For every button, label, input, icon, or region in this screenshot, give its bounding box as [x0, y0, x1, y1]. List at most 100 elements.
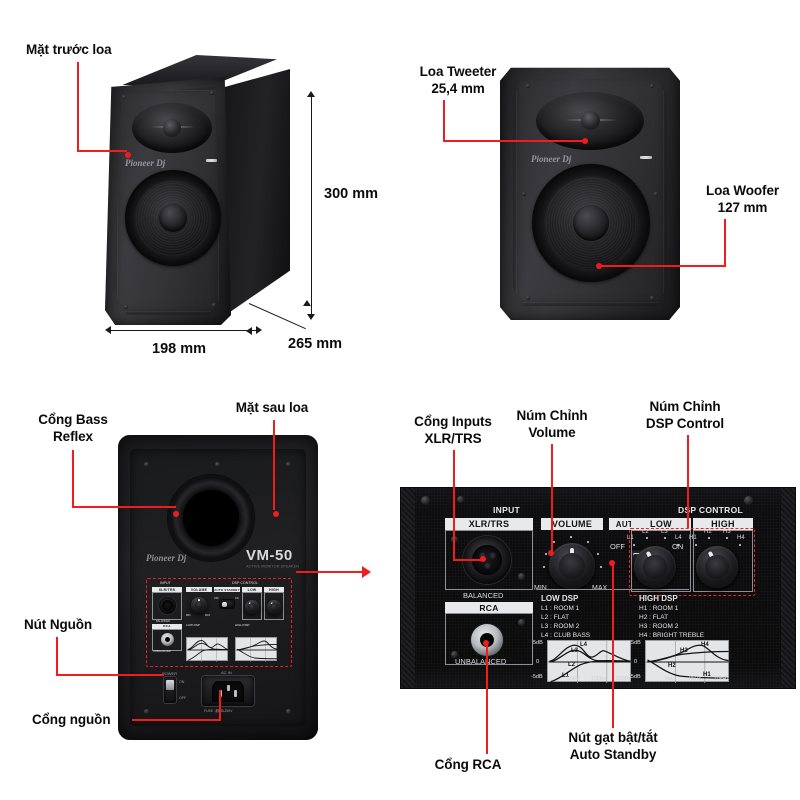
high-chart-ybot: -5dB — [629, 674, 641, 680]
annotation-tweeter: Loa Tweeter 25,4 mm — [419, 64, 497, 96]
high-chart-ytop: 5dB — [631, 640, 641, 646]
mini-high-knob[interactable] — [267, 600, 281, 614]
ac-inlet — [202, 676, 254, 706]
dsp-high-box — [693, 530, 753, 592]
xlr-pin — [489, 552, 496, 559]
dsp-high-tick — [708, 537, 710, 539]
dsp-high-tick-label-2: H2 — [704, 529, 712, 535]
low-chart-xtick-1: 50Hz — [567, 676, 580, 682]
volume-header: VOLUME — [541, 518, 603, 530]
high-curve-label-H3: H3 — [680, 648, 688, 654]
dsp-low-header: LOW — [631, 518, 691, 530]
annotation-bass-reflex: Cổng Bass Reflex — [38, 412, 108, 444]
low-dsp-item-4: L4 : CLUB BASS — [541, 632, 591, 639]
input-group-label: INPUT — [493, 505, 520, 515]
high-dsp-title: HIGH DSP — [639, 594, 678, 603]
dimension-arrow-height-top — [307, 91, 315, 97]
leader-dot-rear-face — [273, 511, 279, 517]
power-switch-lever — [166, 680, 174, 690]
speaker-front-view: Pioneer Dj — [500, 60, 680, 320]
leader-line-tweeter-v — [443, 100, 445, 141]
dsp-low-knob[interactable] — [634, 546, 676, 588]
volume-tick — [600, 566, 602, 568]
brand-logo: Pioneer Dj — [531, 154, 572, 164]
volume-min-label: MIN — [534, 585, 547, 592]
volume-tick — [570, 536, 572, 538]
bass-reflex-port — [168, 475, 254, 561]
rca-screw — [451, 651, 458, 658]
tweeter-dome — [163, 119, 181, 137]
rca-screw — [518, 619, 525, 626]
annotation-front-face: Mặt trước loa — [26, 42, 112, 57]
volume-knob[interactable] — [549, 543, 595, 589]
low-curve-label-L2: L2 — [568, 662, 576, 668]
brand-logo: Pioneer Dj — [125, 158, 166, 168]
model-subtitle: ACTIVE MONITOR SPEAKER — [246, 564, 300, 569]
mini-header-high: HIGH — [264, 587, 284, 592]
leader-line-front-face-v — [77, 62, 79, 151]
mini-low-knob[interactable] — [245, 600, 259, 614]
xlr-jack-box — [445, 530, 533, 590]
leader-line-rca-v — [486, 642, 488, 754]
xlr-pin — [479, 552, 486, 559]
annotation-auto-standby: Nút gạt bật/tắt Auto Standby — [568, 730, 658, 762]
dsp-low-tick — [633, 544, 635, 546]
panel-screw — [457, 496, 464, 503]
dsp-low-tick-label-2: L2 — [642, 529, 649, 535]
leader-line-power-port-v — [219, 690, 221, 720]
zoom-arrow-head — [362, 566, 371, 578]
panel-left-edge — [401, 488, 415, 688]
low-dsp-item-3: L3 : ROOM 2 — [541, 623, 580, 630]
high-chart-xtick-1: 6kHz — [665, 676, 677, 682]
dsp-high-header: HIGH — [693, 518, 753, 530]
dsp-control-label: DSP CONTROL — [678, 505, 744, 515]
plate-screw — [215, 709, 220, 714]
tweeter-dome — [581, 111, 600, 130]
leader-line-tweeter-h — [443, 140, 585, 142]
low-chart-ybot: -5dB — [531, 674, 543, 680]
mini-header-xlr: XLR/TRS — [152, 587, 182, 592]
speaker-angled-view: Pioneer Dj — [95, 55, 290, 325]
mini-header-standby: AUTO STANDBY — [214, 587, 240, 592]
mini-label-dsp: DSP CONTROL — [232, 581, 258, 585]
leader-dot-standby — [609, 560, 615, 566]
dsp-high-tick — [739, 544, 741, 546]
dsp-high-tick — [726, 537, 728, 539]
low-dsp-title: LOW DSP — [541, 594, 579, 603]
dimension-arrow-height-bottom — [307, 314, 315, 320]
panel-screw — [744, 496, 753, 505]
leader-line-bass-reflex-h — [72, 506, 176, 508]
power-switch[interactable] — [164, 677, 176, 703]
leader-line-inputs-h — [453, 559, 483, 561]
woofer-dust-cap — [159, 204, 187, 232]
low-dsp-chart: L4 L3 L2 L1 — [547, 640, 632, 683]
xlr-screw — [518, 573, 525, 580]
baffle-screw — [210, 91, 214, 95]
baffle-screw — [212, 303, 216, 307]
standby-on-label: ON — [672, 542, 684, 551]
low-dsp-item-1: L1 : ROOM 1 — [541, 605, 580, 612]
low-chart-xtick-3: 200Hz — [616, 676, 631, 682]
mini-standby-switch[interactable] — [220, 600, 234, 608]
dsp-high-knob[interactable] — [696, 546, 738, 588]
volume-max-label: MAX — [592, 585, 608, 592]
power-led — [640, 156, 652, 159]
baffle-screw — [654, 192, 658, 196]
annotation-rca-port: Cổng RCA — [434, 757, 502, 772]
volume-tick — [587, 541, 589, 543]
dsp-low-tick-label-1: L1 — [627, 535, 634, 541]
mini-standby-lever — [222, 601, 227, 607]
dimension-line-width — [110, 330, 258, 331]
leader-line-woofer-v — [724, 219, 726, 266]
mini-box-rca — [152, 628, 182, 651]
power-led — [206, 159, 217, 162]
mini-box-low — [242, 592, 262, 620]
high-dsp-item-3: H3 : ROOM 2 — [639, 623, 679, 630]
high-chart-xtick-2: 8kHz — [689, 676, 701, 682]
high-curve-label-H2: H2 — [668, 663, 676, 669]
mini-label-on: ON — [235, 597, 239, 600]
mini-volume-knob[interactable] — [191, 597, 207, 613]
baffle-screw — [124, 305, 128, 309]
dimension-label-height: 300 mm — [324, 186, 379, 202]
